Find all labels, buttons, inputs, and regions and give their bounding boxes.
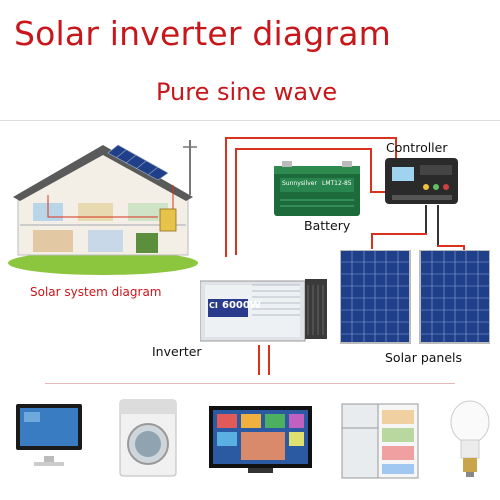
refrigerator-icon: [341, 403, 419, 479]
diagram-title: Solar inverter diagram: [14, 14, 391, 53]
inverter-brand: CI: [209, 301, 218, 310]
solar-panels-illustration: [340, 250, 490, 344]
inverter-power: 6000W: [222, 300, 261, 311]
television-icon: [209, 406, 312, 473]
top-divider: [0, 120, 500, 121]
inverter-label: Inverter: [152, 344, 202, 359]
battery-brand: Sunnysilver: [282, 180, 317, 187]
controller-label: Controller: [386, 140, 448, 155]
solar-system-label: Solar system diagram: [30, 285, 162, 299]
house-illustration: [8, 140, 198, 275]
bottom-divider: [45, 383, 455, 384]
solar-panels-label: Solar panels: [385, 350, 463, 365]
washing-machine-icon: [119, 399, 177, 477]
inverter-illustration: [200, 279, 327, 342]
controller-illustration: [385, 158, 458, 204]
battery-model: LMT12-85: [322, 180, 352, 187]
battery-label: Battery: [304, 218, 351, 233]
battery-illustration: [274, 161, 360, 216]
computer-monitor-icon: [16, 404, 82, 466]
light-bulb-icon: [450, 400, 490, 477]
diagram-subtitle: Pure sine wave: [156, 78, 338, 106]
